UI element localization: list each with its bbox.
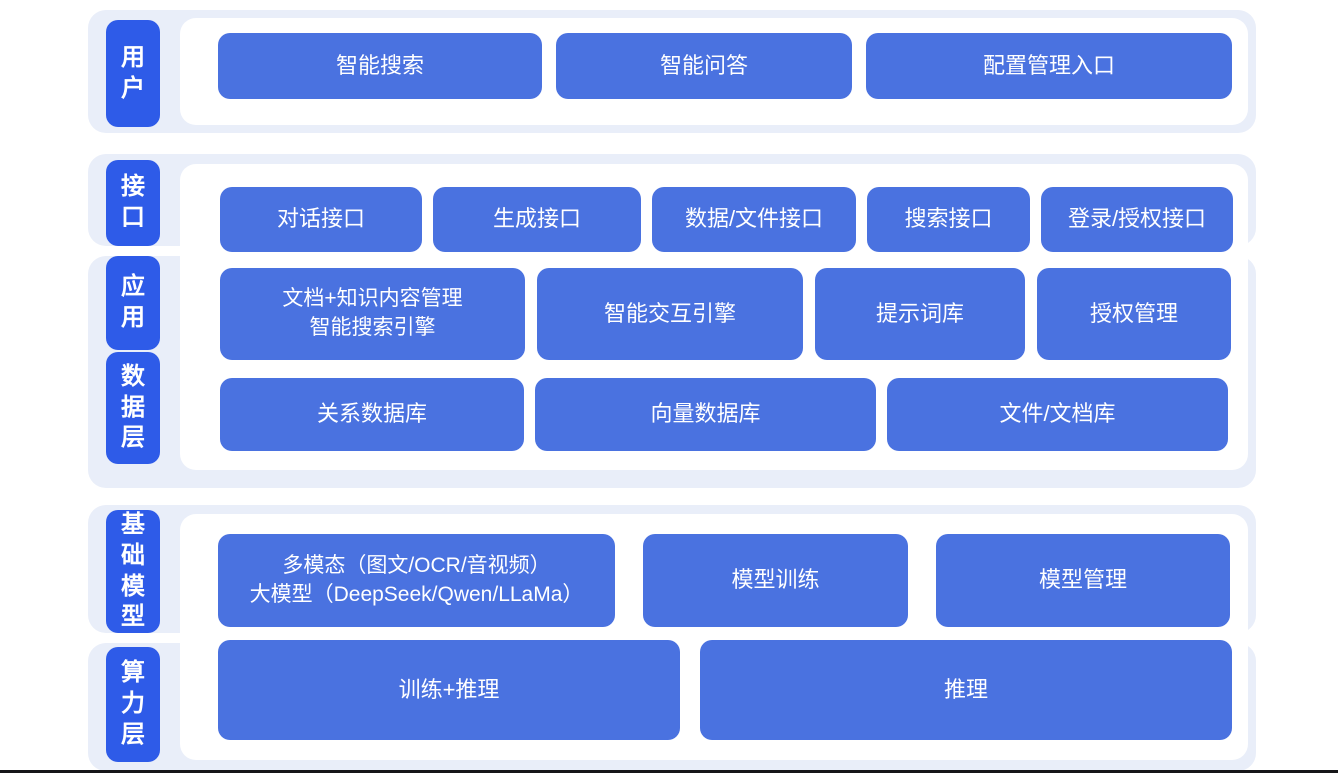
label-compute-layer: 算力层 [106, 647, 160, 762]
block-data-file-api: 数据/文件接口 [652, 187, 856, 252]
label-foundation-model-layer-text: 基础模型 [121, 511, 145, 631]
block-multimodal-llm: 多模态（图文/OCR/音视频） 大模型（DeepSeek/Qwen/LLaMa） [218, 534, 615, 627]
block-relational-db: 关系数据库 [220, 378, 524, 451]
foundation-model-layer-row: 多模态（图文/OCR/音视频） 大模型（DeepSeek/Qwen/LLaMa）… [218, 534, 1230, 627]
block-login-auth-api-text: 登录/授权接口 [1067, 206, 1207, 232]
block-smart-search: 智能搜索 [218, 33, 542, 99]
bottom-border-line [0, 770, 1338, 773]
block-generation-api: 生成接口 [433, 187, 641, 252]
block-dialog-api-text: 对话接口 [276, 206, 365, 232]
block-multimodal-llm-line1: 多模态（图文/OCR/音视频） [282, 553, 551, 577]
compute-layer-row: 训练+推理 推理 [218, 640, 1232, 740]
label-application-layer: 应用 [106, 256, 160, 350]
block-search-api-text: 搜索接口 [904, 206, 993, 232]
block-doc-knowledge-line1: 文档+知识内容管理 [282, 287, 463, 311]
label-data-layer: 数据层 [106, 352, 160, 464]
block-inference: 推理 [700, 640, 1232, 740]
label-user-layer: 用户 [106, 20, 160, 127]
block-interaction-engine-text: 智能交互引擎 [603, 300, 736, 326]
label-foundation-model-layer: 基础模型 [106, 510, 160, 633]
block-search-api: 搜索接口 [867, 187, 1030, 252]
block-model-management: 模型管理 [936, 534, 1230, 627]
label-interface-layer: 接口 [106, 160, 160, 246]
block-interaction-engine: 智能交互引擎 [537, 268, 803, 360]
block-vector-db-text: 向量数据库 [650, 401, 761, 427]
block-auth-management: 授权管理 [1037, 268, 1231, 360]
block-auth-management-text: 授权管理 [1089, 300, 1178, 326]
block-model-management-text: 模型管理 [1038, 567, 1127, 593]
interface-layer-row: 对话接口 生成接口 数据/文件接口 搜索接口 登录/授权接口 [220, 187, 1233, 252]
block-file-doc-store-text: 文件/文档库 [999, 401, 1116, 427]
block-smart-qa: 智能问答 [556, 33, 852, 99]
user-layer-row: 智能搜索 智能问答 配置管理入口 [218, 33, 1232, 99]
block-doc-knowledge-search-engine: 文档+知识内容管理 智能搜索引擎 [220, 268, 525, 360]
block-vector-db: 向量数据库 [535, 378, 876, 451]
block-smart-search-text: 智能搜索 [335, 52, 424, 78]
block-smart-qa-text: 智能问答 [659, 52, 748, 78]
block-training-inference-text: 训练+推理 [398, 676, 500, 702]
block-login-auth-api: 登录/授权接口 [1041, 187, 1233, 252]
block-model-training: 模型训练 [643, 534, 908, 627]
block-data-file-api-text: 数据/文件接口 [684, 206, 824, 232]
label-compute-layer-text: 算力层 [121, 659, 145, 748]
block-prompt-library: 提示词库 [815, 268, 1025, 360]
block-relational-db-text: 关系数据库 [316, 401, 427, 427]
block-config-management-entry-text: 配置管理入口 [982, 52, 1115, 78]
label-data-layer-text: 数据层 [121, 362, 145, 452]
block-training-inference: 训练+推理 [218, 640, 680, 740]
block-file-doc-store: 文件/文档库 [887, 378, 1228, 451]
block-doc-knowledge-line2: 智能搜索引擎 [309, 316, 436, 339]
label-user-layer-text: 用户 [121, 43, 145, 102]
block-dialog-api: 对话接口 [220, 187, 422, 252]
block-model-training-text: 模型训练 [731, 567, 820, 593]
block-multimodal-llm-line2: 大模型（DeepSeek/Qwen/LLaMa） [249, 582, 584, 606]
block-generation-api-text: 生成接口 [492, 206, 581, 232]
block-inference-text: 推理 [943, 676, 988, 702]
label-application-layer-text: 应用 [121, 273, 145, 331]
data-layer-row: 关系数据库 向量数据库 文件/文档库 [220, 378, 1228, 451]
block-config-management-entry: 配置管理入口 [866, 33, 1232, 99]
label-interface-layer-text: 接口 [121, 173, 145, 231]
application-layer-row: 文档+知识内容管理 智能搜索引擎 智能交互引擎 提示词库 授权管理 [220, 268, 1231, 360]
block-prompt-library-text: 提示词库 [875, 300, 964, 326]
